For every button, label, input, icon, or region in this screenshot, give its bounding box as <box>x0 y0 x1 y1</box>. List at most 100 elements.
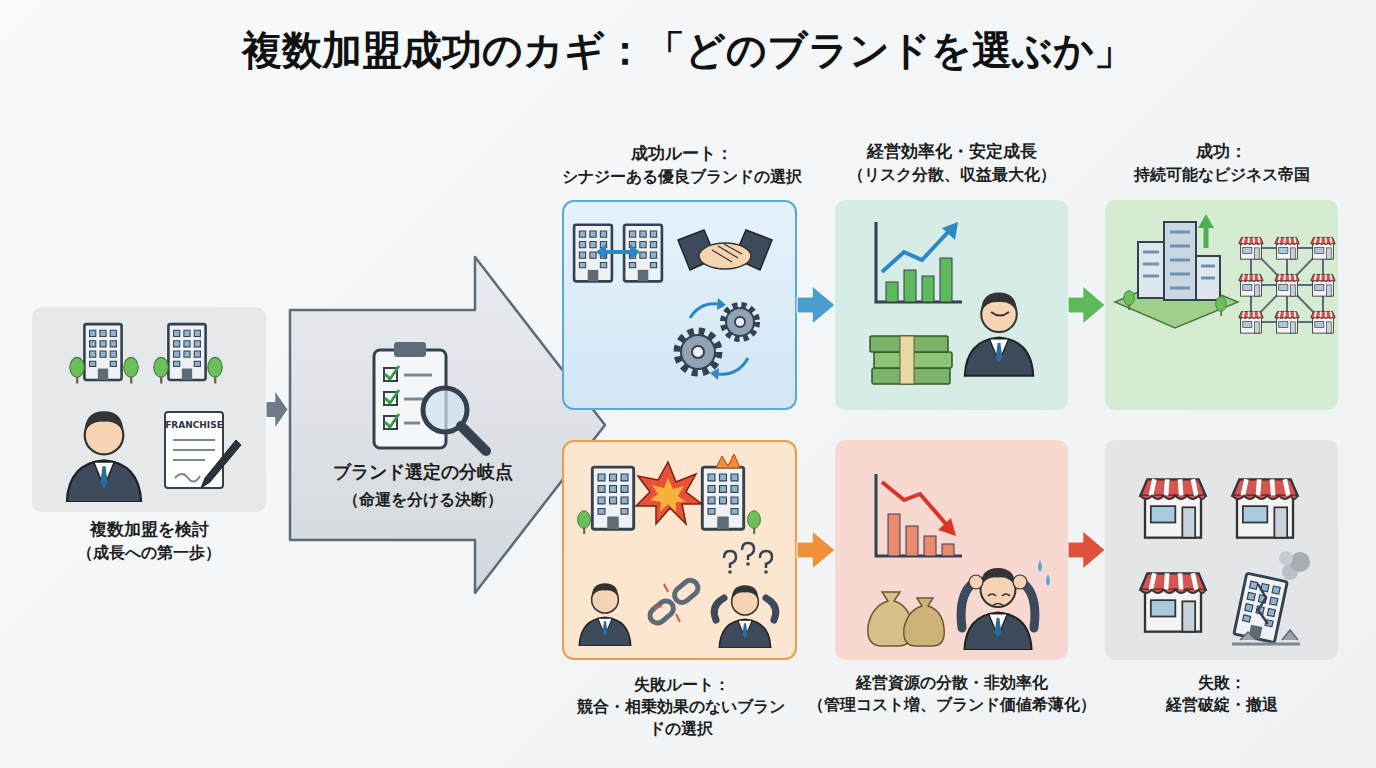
decline-illustration-part <box>969 575 983 589</box>
clipboard-illustration-part <box>423 388 467 432</box>
decline-illustration-part <box>868 592 912 646</box>
failure-box: 失敗：経営破綻・撤退 <box>1105 440 1338 660</box>
conflict-illustration-part <box>654 584 680 622</box>
growth-illustration-part <box>922 276 934 302</box>
conflict-illustration-part <box>592 467 633 529</box>
growth-illustration-part <box>991 312 1009 316</box>
growth-illustration-part <box>882 230 950 272</box>
decline-illustration-part <box>906 526 918 556</box>
empire-illustration <box>1115 214 1335 333</box>
conflict-illustration-part-part <box>760 551 772 568</box>
growth-illustration <box>870 222 1033 384</box>
clipboard-illustration-part <box>394 342 426 357</box>
collapse-illustration-part <box>1240 630 1298 640</box>
synergy-illustration-part <box>710 298 726 380</box>
start-illustration-part <box>165 412 223 488</box>
conflict-illustration-part-part <box>724 551 736 568</box>
decline-illustration-part <box>904 598 945 646</box>
flow-arrow <box>1068 286 1105 324</box>
diagram-title: 複数加盟成功のカギ：「どのブランドを選ぶか」 <box>0 24 1376 76</box>
conflict-illustration-part <box>702 467 743 529</box>
flow-arrow <box>266 391 288 429</box>
conflict-illustration-part <box>578 511 591 534</box>
synergy-illustration-part <box>712 244 742 262</box>
clipboard-illustration-part <box>385 366 399 427</box>
node-subtext: （リスク分散、収益最大化） <box>805 164 1098 186</box>
start-box: 複数加盟を検討（成長への第一歩） <box>32 307 266 512</box>
node-heading: 複数加盟を検討 <box>22 518 276 540</box>
collapse-illustration <box>1140 479 1310 644</box>
start-illustration-part <box>173 440 215 482</box>
conflict-illustration-part <box>636 462 702 524</box>
conflict-illustration-part <box>579 583 630 646</box>
clipboard-illustration-part <box>384 368 397 381</box>
clipboard-illustration-part <box>374 350 446 448</box>
conflict-illustration-part <box>742 543 754 560</box>
decline-illustration-part <box>1038 560 1050 586</box>
collapse-illustration-part <box>1290 552 1310 572</box>
clipboard-illustration <box>374 342 486 451</box>
synergy-illustration-part <box>718 358 748 374</box>
conflict-illustration-part <box>764 570 768 574</box>
clipboard-illustration-part <box>384 392 397 405</box>
collapse-illustration-part <box>1258 584 1268 624</box>
start-illustration-part <box>201 440 241 488</box>
flow-arrow <box>797 531 835 569</box>
growth-illustration-part <box>900 336 914 384</box>
empire-illustration-part <box>1275 311 1299 333</box>
start-illustration-part <box>154 357 168 383</box>
collapse-illustration-part <box>1234 573 1287 642</box>
decline-illustration-part <box>942 544 954 556</box>
synergy-illustration-part <box>699 243 751 269</box>
start-illustration-part <box>208 357 222 383</box>
decline-illustration-part <box>1013 575 1027 589</box>
decline-illustration-part <box>924 536 936 556</box>
empire-illustration-part <box>1311 274 1335 296</box>
clipboard-illustration-part <box>404 375 432 423</box>
decline-illustration-part <box>876 474 962 556</box>
empire-illustration-part <box>1138 242 1164 298</box>
conflict-illustration <box>578 454 776 648</box>
synergy-illustration-part <box>681 335 715 369</box>
empire-illustration-part <box>1124 291 1135 310</box>
decline-illustration-part <box>882 482 946 524</box>
inefficiency-box: 経営資源の分散・非効率化（管理コスト増、ブランド価値希薄化） <box>835 440 1068 660</box>
empire-illustration-part <box>1311 311 1335 333</box>
conflict-illustration-part <box>728 570 732 574</box>
synergy-illustration-part <box>600 250 636 254</box>
start-illustration-part <box>84 324 121 380</box>
node-subtext: 経営破綻・撤退 <box>1075 694 1368 716</box>
conflict-illustration-part <box>760 551 772 568</box>
synergy-illustration-part <box>574 225 612 282</box>
conflict-illustration-part-part <box>671 577 701 605</box>
synergy-illustration-part <box>677 331 719 373</box>
start-illustration-part <box>67 411 141 502</box>
conflict-illustration-part <box>719 585 770 648</box>
start-illustration-part <box>124 357 138 383</box>
node-subtext: 持続可能なビジネス帝国 <box>1075 164 1368 186</box>
collapse-illustration-part-part <box>1234 573 1287 642</box>
node-heading: 経営資源の分散・非効率化 <box>791 672 1112 694</box>
growth-illustration-part <box>940 258 952 302</box>
conflict-illustration-part <box>724 551 736 568</box>
flow-arrow <box>1068 531 1105 569</box>
failure-route-box: 失敗ルート：競合・相乗効果のないブランドの選択 <box>562 440 797 660</box>
node-heading: 失敗ルート： <box>544 674 819 696</box>
empire-illustration-part <box>1198 214 1214 228</box>
empire-illustration-part <box>1311 237 1335 259</box>
success-box: 成功：持続可能なビジネス帝国 <box>1105 200 1338 410</box>
node-heading: 成功： <box>1075 140 1368 162</box>
clipboard-illustration-part <box>461 426 486 451</box>
conflict-illustration-part <box>716 454 740 468</box>
synergy-illustration-part <box>723 305 757 339</box>
efficiency-box: 経営効率化・安定成長（リスク分散、収益最大化） <box>835 200 1068 410</box>
growth-illustration-part <box>965 292 1033 375</box>
empire-illustration-part <box>1239 274 1263 296</box>
start-illustration <box>67 324 241 502</box>
node-subtext: シナジーある優良ブランドの選択 <box>534 166 829 188</box>
empire-illustration-part <box>1275 274 1299 296</box>
node-subtext: （成長への第一歩） <box>22 542 276 564</box>
empire-illustration-part <box>1204 226 1209 248</box>
